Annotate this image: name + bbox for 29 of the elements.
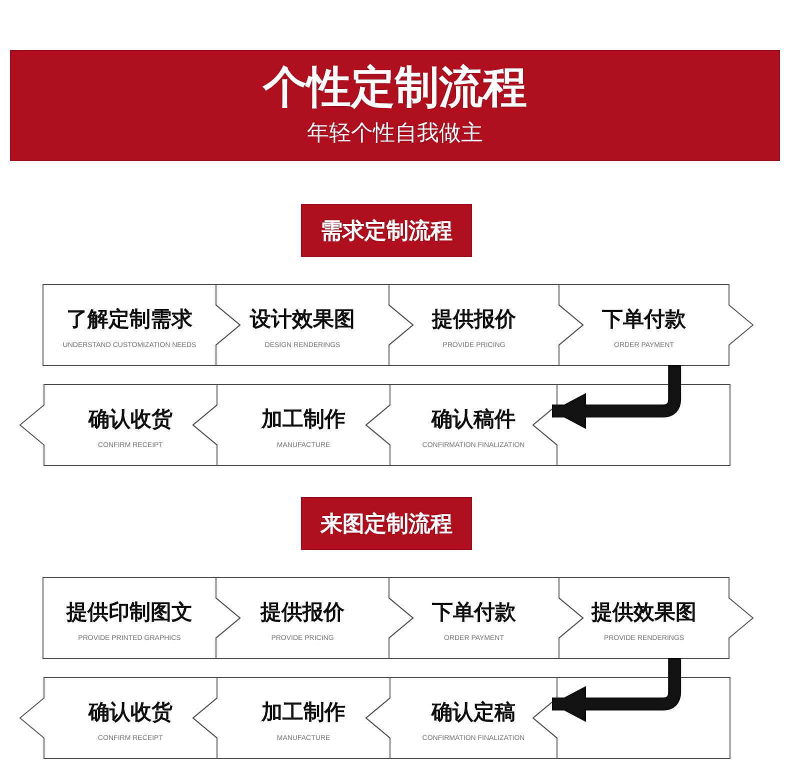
step-title: 提供报价	[260, 599, 344, 626]
section-banner	[301, 497, 472, 550]
section-banner	[301, 204, 472, 257]
section-heading: 需求定制流程	[320, 218, 452, 246]
title-text: 个性定制流程	[263, 63, 527, 114]
step-box	[559, 284, 753, 366]
step-title: 下单付款	[432, 599, 516, 626]
step-title: 设计效果图	[250, 306, 355, 333]
step-title: 提供效果图	[592, 599, 696, 626]
step-title: 提供印制图文	[66, 599, 192, 626]
step-box	[366, 677, 557, 759]
title-banner	[10, 50, 780, 161]
step-title: 确认收货	[88, 406, 172, 433]
step-title: 确认定稿	[432, 699, 516, 726]
step-box	[193, 384, 390, 466]
subtitle-text: 年轻个性自我做主	[307, 120, 483, 148]
section-heading: 来图定制流程	[320, 510, 452, 538]
step-box	[366, 384, 557, 466]
step-title: 下单付款	[602, 306, 686, 333]
step-title: 提供报价	[432, 306, 516, 333]
step-box	[559, 577, 753, 659]
step-title: 加工制作	[262, 699, 346, 726]
step-box	[20, 384, 217, 466]
step-title: 确认稿件	[432, 406, 516, 433]
step-box	[20, 677, 217, 759]
step-title: 加工制作	[262, 406, 346, 433]
step-title: 了解定制需求	[66, 306, 192, 333]
step-box	[193, 677, 390, 759]
step-title: 确认收货	[88, 699, 172, 726]
